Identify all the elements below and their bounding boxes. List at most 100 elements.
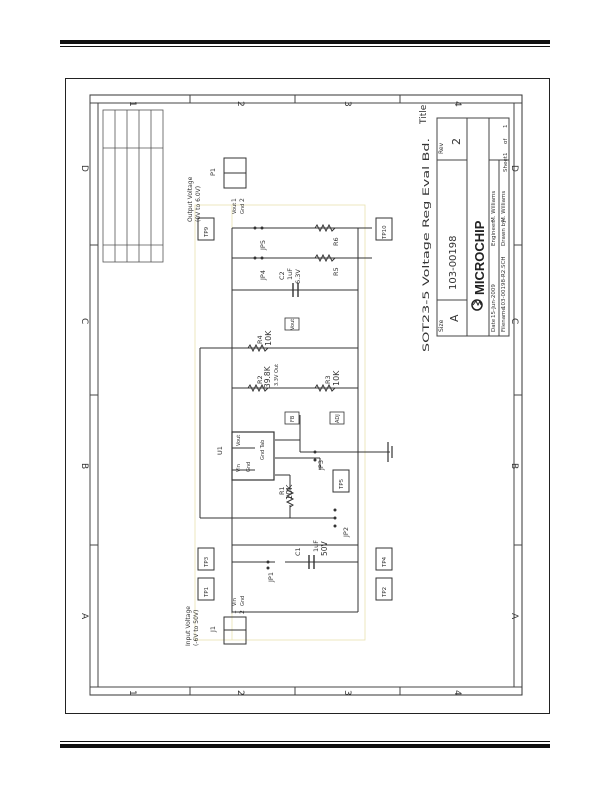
p1-ref: P1 [209,168,217,176]
filename-value: 103-00198-R2.SCH [501,257,507,310]
test-point-boxes [197,217,393,601]
engineer-value: M. Williams [491,191,497,222]
sheet-value: 1 [503,153,509,157]
jp4-label: JP4 [259,270,267,281]
bottom-rule-thick [60,744,550,748]
jp3-label: JP3 [317,460,325,471]
j1-title: Input Voltage [185,606,192,646]
size-value: A [448,314,461,322]
date-label: Date [491,318,497,332]
r4-ref: R4 [256,335,264,344]
r3-ref: R3 [324,375,332,384]
board-title: SOT23-5 Voltage Reg Eval Bd. [422,138,432,352]
r2-value: 39.8K [263,365,272,388]
resistor-labels: R1 10K R2 39.8K 3.3V Out R3 10K R4 10K R… [256,237,341,500]
net-label-boxes [284,317,345,425]
r3-value: 10K [332,370,341,386]
c1-rating: 50V [320,540,329,556]
jumper-dots [253,226,337,570]
zone-letter-right-a: A [509,613,519,620]
top-rule-thin [60,46,550,47]
filename-label: Filename [501,307,507,332]
zone-number-bottom-4: 4 [452,690,462,696]
capacitor-symbols [292,283,315,569]
u1-pin-gnd-tab: Gnd Tab [260,440,266,460]
zone-number-bottom-3: 3 [342,690,352,696]
r2-note: 3.3V Out [274,364,280,386]
sheet-label: Sheet [503,155,509,172]
zone-number-bottom-1: 1 [127,690,137,696]
sheet-total-value: 1 [503,125,509,129]
u1-pin-gnd: Gnd [246,462,252,472]
zone-letter-left-b: B [79,463,89,469]
r2-ref: R2 [256,375,264,384]
jumper-labels: JP1 JP2 JP3 JP4 JP5 [259,240,350,583]
u1-ref: U1 [216,446,224,455]
tp10-label: TP10 [382,225,388,240]
revision-grid [102,109,164,263]
net-label-adj: ADJ [335,414,341,423]
schematic-frame [65,78,550,714]
schematic-border [89,94,523,696]
r4-value: 10K [264,330,273,346]
test-point-labels: TP1 TP3 TP2 TP4 TP5 TP9 TP10 [204,225,388,598]
zone-letter-left-a: A [79,613,89,620]
zone-numbers: 1 2 3 4 1 2 3 4 [127,101,462,696]
j1-ref: J1 [209,626,217,633]
output-connector-p1: P1 Output Voltage (0V to 6.0V) 1 2 Vout … [187,157,247,222]
jp1-label: JP1 [267,572,275,583]
of-label: of [503,138,509,144]
zone-letter-right-c: C [509,318,519,324]
c2-ref: C2 [278,271,286,280]
c2-rating: 6.3V [294,269,302,284]
date-value: 15-Jun-2009 [491,284,497,318]
regulator-u1: U1 Vin Gnd Vout Gnd Tab [216,431,275,481]
rev-value: 2 [450,138,463,145]
microchip-logo-icon [471,299,483,311]
j1-pin1: 1 [231,610,238,614]
top-rule-thick [60,40,550,44]
size-label: Size [438,319,445,332]
c1-ref: C1 [294,547,302,556]
zone-letter-left-c: C [79,318,89,324]
zone-letter-left-d: D [79,165,89,172]
zone-number-top-3: 3 [342,101,352,107]
zone-number-top-2: 2 [235,101,245,107]
r1-ref: R1 [278,486,286,495]
ground-symbol [387,442,393,462]
drawn-value: M. Williams [501,191,507,222]
j1-sig2: Gnd [240,596,246,606]
p1-pin1: 1 [231,198,238,202]
j1-range: (-6V to 50V) [193,610,200,646]
tp3-label: TP3 [204,556,210,568]
capacitor-labels: C1 1uF 50V C2 1uF 6.3V [278,268,329,556]
input-connector-j1: J1 Input Voltage (-6V to 50V) 1 2 Vin Gn… [185,596,247,646]
r5-ref: R5 [332,267,340,276]
tp9-label: TP9 [204,226,210,238]
tp5-label: TP5 [339,478,345,490]
j1-pin2: 2 [239,610,246,614]
zone-letters: A B C D A B C D [79,165,519,620]
tp1-label: TP1 [204,587,210,598]
j1-sig1: Vin [232,598,238,606]
wires [199,227,390,613]
net-label-vout: Vout [290,319,296,330]
zone-number-top-1: 1 [127,101,137,107]
zone-number-top-4: 4 [452,101,462,107]
rev-label: Rev [438,142,445,154]
title-block: Title SOT23-5 Voltage Reg Eval Bd. Size … [419,104,510,352]
microchip-logo: MICROCHIP [472,220,487,295]
jp2-label: JP2 [342,527,350,538]
zone-dividers [89,95,522,695]
jp5-label: JP5 [259,240,267,251]
p1-sig2: Gnd [240,204,246,214]
p1-pin2: 2 [239,198,246,202]
p1-title: Output Voltage [187,176,194,222]
doc-number: 103-00198 [448,235,459,290]
r1-value: 10K [285,484,294,500]
p1-sig1: Vout [232,203,238,214]
zone-letter-right-d: D [509,165,519,172]
resistor-symbols [247,223,336,508]
engineer-label: Engineer: [491,220,497,246]
